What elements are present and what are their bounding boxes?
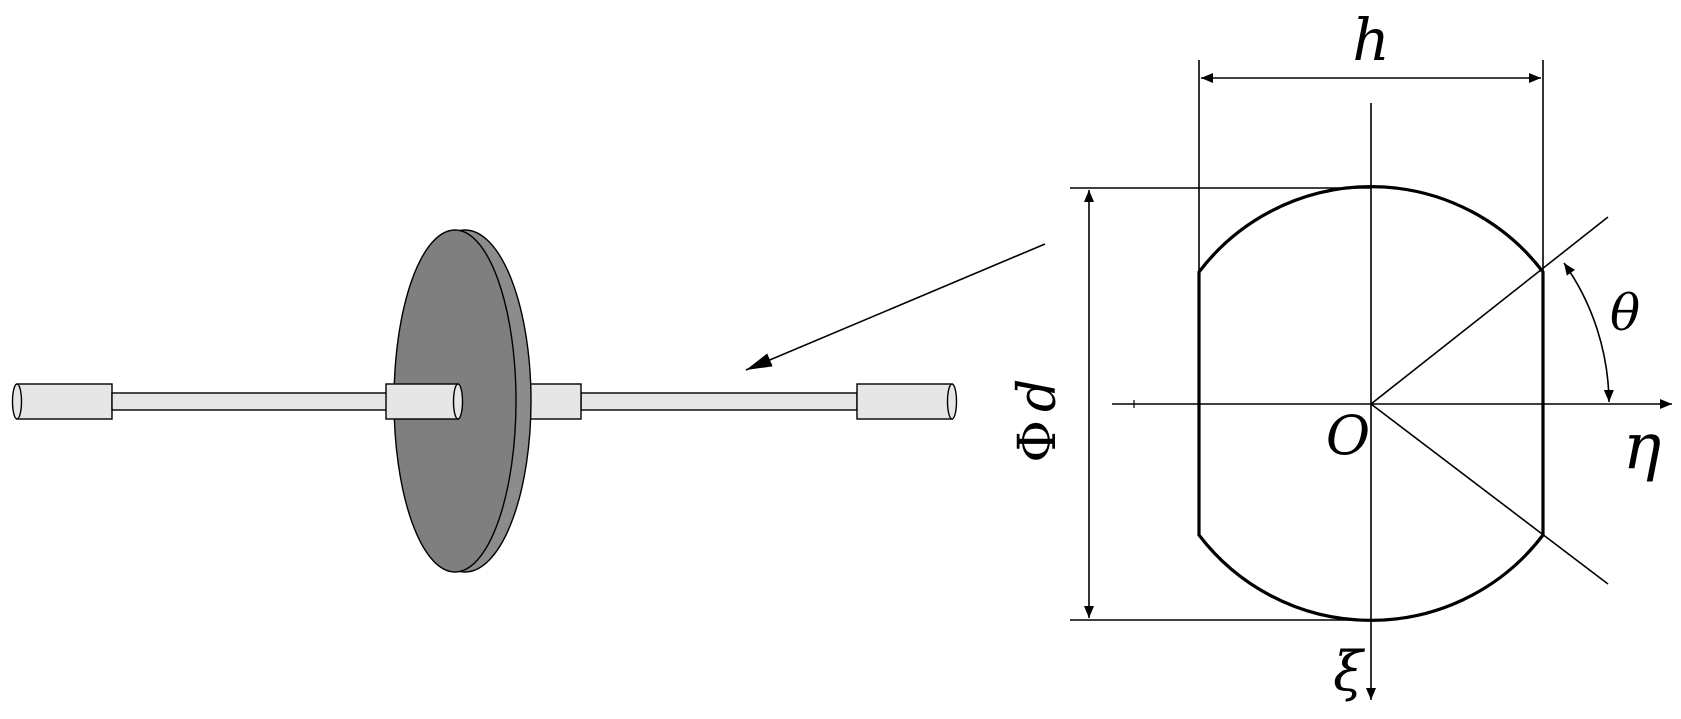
theta-label-angle: θ (1610, 284, 1640, 342)
xi-label: ξ (1333, 640, 1365, 703)
diameter-label: Φ d (1008, 379, 1068, 463)
width-label: h (1352, 6, 1389, 74)
cross-section (1070, 60, 1672, 700)
rotor-assembly (11, 229, 958, 573)
left-shaft (111, 392, 388, 411)
theta-angle-arc (1563, 262, 1614, 403)
section-pointer-arrow (745, 243, 1046, 371)
right-bearing (856, 383, 958, 420)
eta-label: η (1623, 410, 1661, 484)
diameter-symbol-label: Φ (1008, 420, 1068, 463)
theta-radial-lower (1370, 403, 1609, 585)
diameter-var-label: d (1008, 379, 1068, 412)
theta-radial-upper (1370, 216, 1609, 405)
left-bearing (11, 383, 113, 420)
disk-hub-right (527, 383, 582, 420)
section-outline (1197, 185, 1545, 622)
origin-label: O (1326, 404, 1370, 467)
disk-hub-left (385, 383, 464, 420)
right-shaft (580, 392, 858, 411)
